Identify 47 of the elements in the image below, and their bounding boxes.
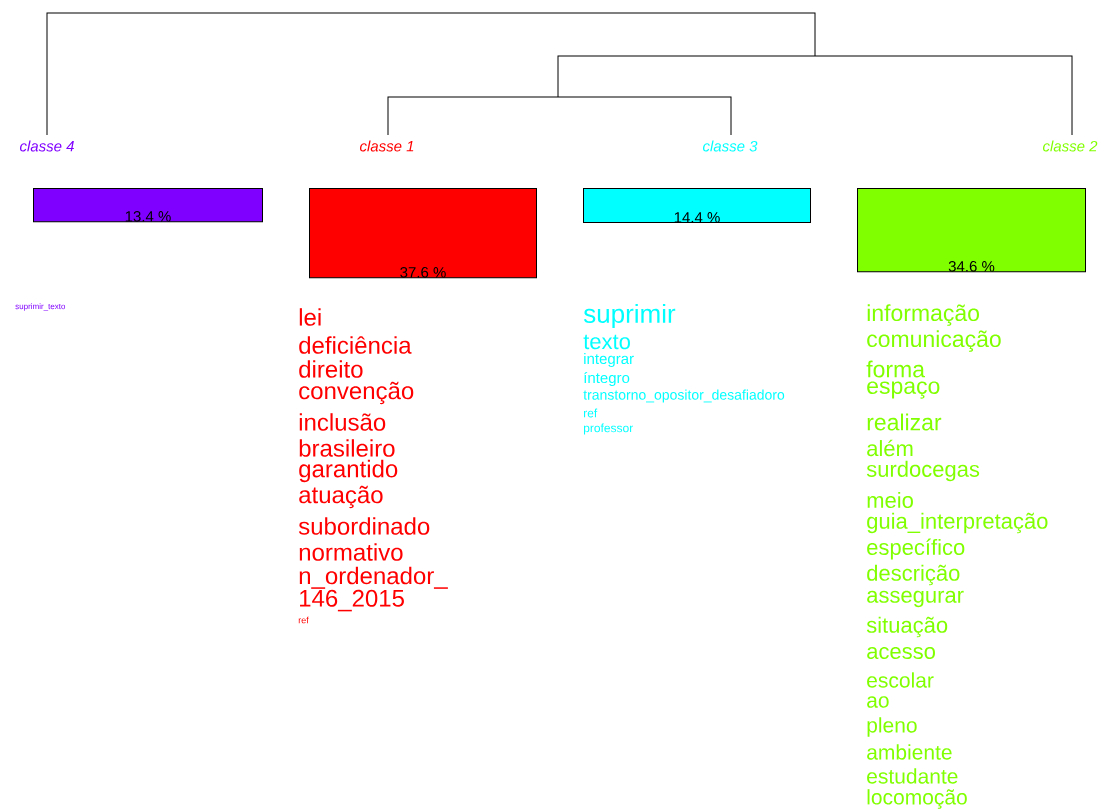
term-label: assegurar [867,590,964,608]
term-label: comunicação [867,330,1001,352]
term-label: suprimir_texto [15,303,66,311]
term-label: espaço [867,381,940,399]
class-label: classe 4 [19,140,74,152]
term-label: deficiência [299,336,412,354]
term-label: guia_interpretação [867,512,1048,534]
term-label: além [867,439,913,457]
term-label: direito [299,360,363,378]
term-label: n_ordenador_ 146_2015 [299,566,448,612]
term-label: forma [866,360,925,378]
term-label: situação [866,616,948,638]
term-label: realizar [867,413,942,431]
class-label: classe 2 [1043,140,1098,152]
term-label: íntegro [584,371,630,387]
term-label: informação [867,304,979,326]
class-label: classe 1 [360,140,414,152]
term-label: surdocegas [866,460,980,482]
term-label: descrição [867,564,960,586]
term-label: professor [583,423,633,435]
term-label: transtorno_opositor_desafiadoro [583,389,785,403]
term-label: específico [867,538,965,560]
term-label: ref [298,616,309,624]
percentage-bar: 13.4 % [33,188,263,223]
term-label: ambiente [867,744,952,760]
term-label: garantido [299,459,398,483]
percentage-bar: 37.6 % [309,188,537,279]
term-label: acesso [867,647,935,660]
term-label: locomoção [867,789,967,809]
term-label: lei [299,308,321,326]
class-label: classe 3 [703,140,758,152]
term-label: ref [584,408,598,418]
term-label: pleno [867,717,917,737]
term-label: meio [867,491,913,509]
term-label: atuação [299,485,383,509]
term-label: ao [867,696,889,708]
term-label: brasileiro [299,439,395,457]
term-label: escolar [867,672,934,688]
term-label: normativo [299,543,403,561]
term-label: integrar [584,353,634,367]
term-label: convenção [299,381,414,405]
term-label: suprimir [583,303,676,329]
term-label: subordinado [298,517,430,535]
term-label: inclusão [299,413,386,431]
term-label: texto [583,334,630,350]
percentage-bar: 34.6 % [857,188,1086,273]
term-label: estudante [867,768,958,784]
